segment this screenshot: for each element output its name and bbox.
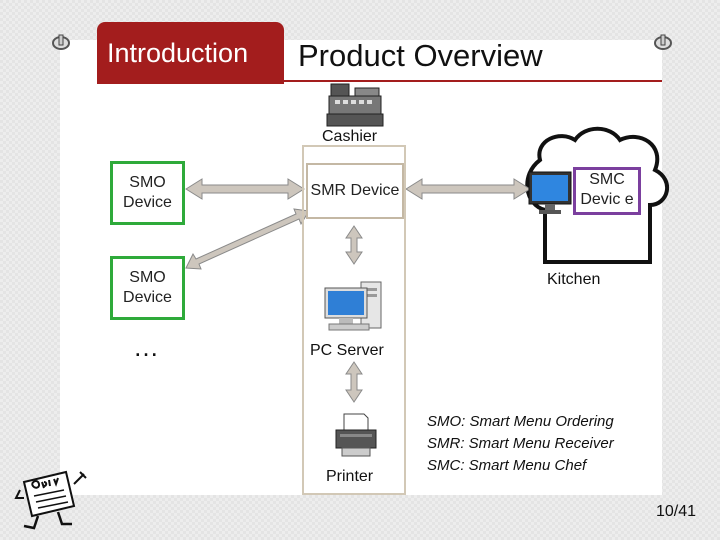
smo-device-label: SMO Device [123,174,172,211]
smc-device-label: SMC Devic e [580,171,634,208]
more-devices-ellipsis: … [133,332,160,362]
abbreviation-legend: SMO: Smart Menu Ordering SMR: Smart Menu… [427,411,614,477]
arrow-smo1-smr [185,178,305,200]
tab-introduction-label: Introduction [107,38,249,68]
page-title: Product Overview [298,38,543,73]
smo-device-box: SMO Device [110,161,185,225]
smo-device-label: SMO Device [123,269,172,306]
cash-register-icon [326,83,384,127]
order-mascot-icon [14,470,87,530]
page-indicator: 10/41 [656,503,697,520]
server-column-frame [302,145,406,495]
cashier-label: Cashier [322,128,378,145]
legend-line: SMO: Smart Menu Ordering [427,413,614,430]
arrow-smo2-smr [185,208,310,270]
pc-server-label: PC Server [310,342,384,359]
smc-device-box: SMC Devic e [573,167,641,215]
printer-icon [335,413,377,457]
arrow-server-printer [345,361,363,403]
smr-device-label: SMR Device [310,182,400,199]
pc-server-icon [324,281,382,331]
smo-device-box: SMO Device [110,256,185,320]
title-underline [284,80,662,82]
kitchen-label: Kitchen [547,271,601,288]
monitor-icon [528,171,572,214]
arrow-smr-smc [405,178,531,200]
smr-device-box: SMR Device [306,163,404,219]
binder-ring-icon [654,34,672,50]
arrow-smr-server [345,225,363,265]
printer-label: Printer [326,468,374,485]
binder-ring-icon [52,34,70,50]
legend-line: SMR: Smart Menu Receiver [427,435,614,452]
legend-line: SMC: Smart Menu Chef [427,457,587,474]
tab-introduction[interactable]: Introduction [97,22,284,84]
